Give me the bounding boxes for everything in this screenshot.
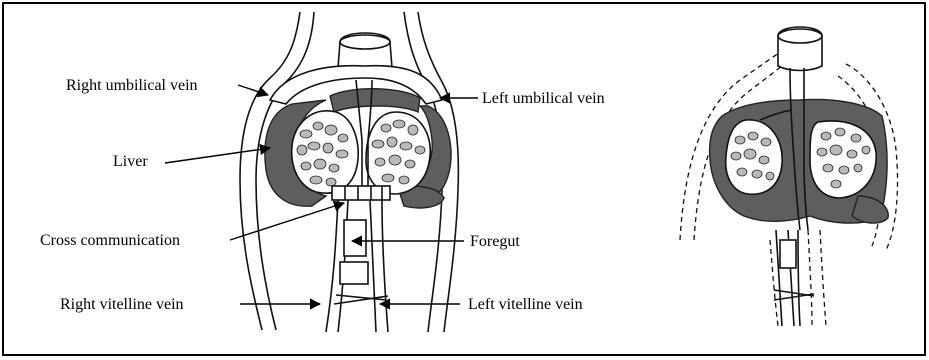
vitelline-vein-left-inner	[382, 200, 388, 332]
label-right-vitelline-vein: Right vitelline vein	[60, 296, 184, 313]
arrow-cross-communication	[230, 203, 344, 240]
label-right-umbilical-vein: Right umbilical vein	[66, 77, 198, 94]
label-cross-communication: Cross communication	[40, 232, 180, 249]
vitelline-vein-left	[370, 200, 376, 332]
label-left-vitelline-vein: Left vitelline vein	[468, 296, 583, 313]
foregut-lower	[340, 262, 368, 284]
foregut-right-diagram	[780, 240, 796, 268]
vitelline-right-diagram-3	[798, 230, 800, 326]
arrow-liver	[165, 148, 270, 163]
label-liver: Liver	[113, 153, 148, 170]
sinus-venosus-top	[340, 35, 390, 49]
vitelline-vein-right	[326, 200, 338, 332]
vitelline-dashed-2	[820, 230, 826, 326]
foregut	[344, 220, 366, 256]
cross-communication-ladder	[332, 186, 390, 200]
arrow-right-umbilical-vein	[238, 85, 268, 95]
left-diagram	[240, 12, 458, 332]
vitelline-dashed-1	[808, 230, 812, 326]
liver-center-dark	[330, 89, 420, 112]
right-diagram	[680, 27, 898, 326]
label-foregut: Foregut	[470, 233, 520, 250]
label-left-umbilical-vein: Left umbilical vein	[482, 90, 605, 107]
sinus-venosus-right-top	[778, 29, 822, 43]
